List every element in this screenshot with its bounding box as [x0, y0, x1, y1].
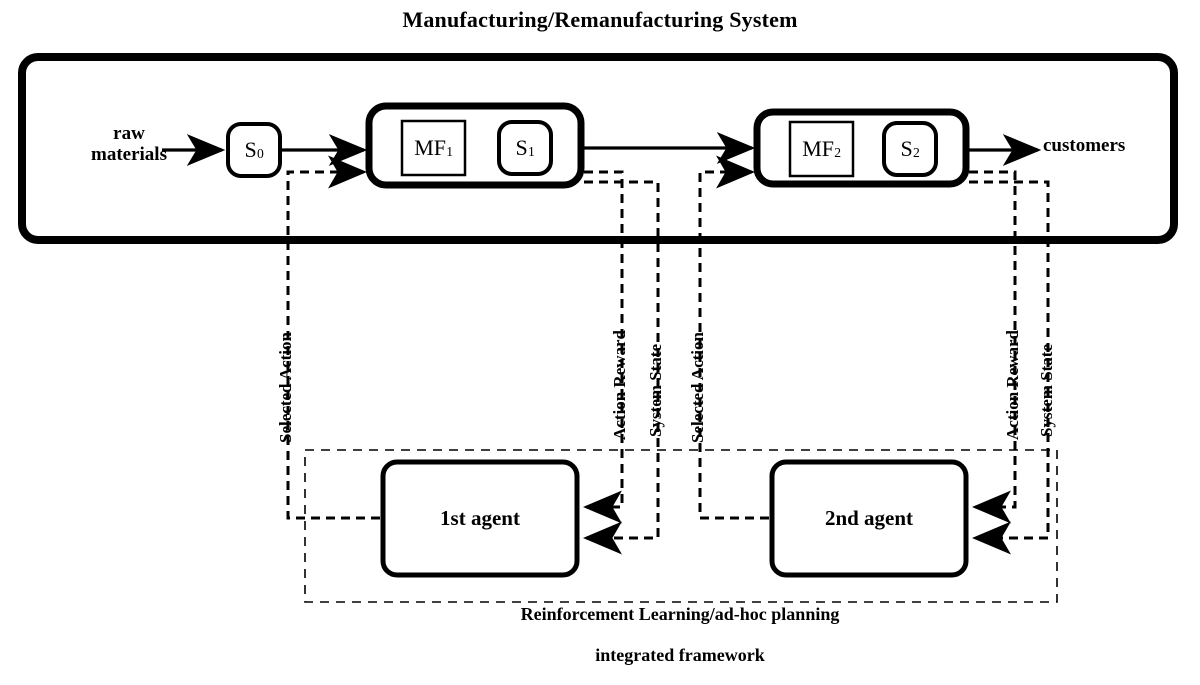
edge-label-action-reward-1: Action Reward: [610, 329, 629, 440]
raw-materials-label: raw materials: [54, 123, 204, 165]
framework-boundary: [304, 449, 1058, 603]
node-mf2-sub: 2: [834, 144, 842, 160]
edge-system-state-1: [583, 180, 660, 555]
edge-action-reward-1: [583, 170, 624, 524]
node-mf1-base: MF: [414, 135, 446, 160]
node-mf1-sub: 1: [446, 143, 454, 159]
node-mf2-box: [788, 120, 855, 178]
system-container: [18, 53, 1178, 244]
edge-label-action-reward-2: Action Reward: [1003, 329, 1022, 440]
node-s2-sub: 2: [912, 144, 920, 160]
agent-1-label: 1st agent: [440, 506, 520, 530]
node-mf2-base: MF: [802, 136, 834, 161]
node-s0-box: [226, 122, 282, 178]
node-s0-base: S: [244, 137, 257, 162]
page-title: Manufacturing/Remanufacturing System: [402, 7, 798, 32]
agent-2-box: [769, 459, 969, 578]
node-s1-base: S: [515, 135, 528, 160]
edge-system-state-2: [969, 180, 1050, 555]
node-s2-base: S: [900, 136, 913, 161]
edge-label-selected-action-2: Selected Action: [688, 332, 707, 443]
node-mf1-box: [400, 119, 467, 177]
edge-label-system-state-2: System State: [1037, 343, 1056, 437]
framework-caption-line-2: integrated framework: [595, 645, 765, 665]
edge-label-system-state-1: System State: [646, 343, 665, 437]
node-s0-sub: 0: [256, 145, 264, 161]
node-s1-box: [497, 120, 553, 176]
agent-1-box: [380, 459, 580, 578]
node-s1-sub: 1: [527, 143, 535, 159]
edge-action-reward-2: [969, 170, 1017, 524]
raw-materials-text: raw materials: [91, 123, 167, 165]
framework-caption-line-1: Reinforcement Learning/ad-hoc planning: [520, 604, 840, 624]
agent-2-label: 2nd agent: [824, 506, 914, 530]
customers-label: customers: [1043, 135, 1126, 156]
edge-selected-action-1: [286, 155, 380, 520]
edge-selected-action-2: [698, 155, 769, 520]
edge-label-selected-action-1: Selected Action: [276, 332, 295, 443]
node-s2-box: [882, 121, 938, 177]
